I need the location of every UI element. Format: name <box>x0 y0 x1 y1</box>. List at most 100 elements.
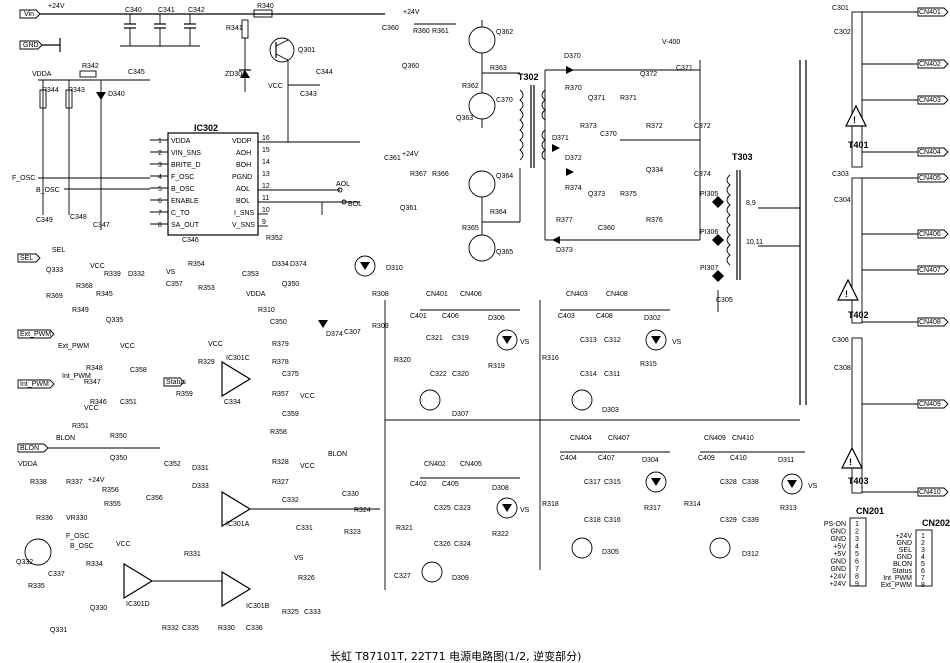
r346-label: R346 <box>90 399 107 406</box>
int-pwm-label: Int_PWM <box>20 381 49 388</box>
ic301c-label: IC301C <box>226 355 250 362</box>
feedback-group-3: CN402 CN405 C402 C405 D308 C325 C323 C32… <box>394 461 530 583</box>
r357-label: R357 <box>272 391 289 398</box>
ic301a-opamp: IC301A D331 D333 R328 VCC R327 C332 BLON… <box>192 451 380 536</box>
r376-label: R376 <box>646 217 663 224</box>
fb4-c2: C407 <box>598 455 615 462</box>
warning-icon <box>845 104 867 127</box>
q362-label: Q362 <box>496 29 513 36</box>
cn201-pins-sig-6: GND <box>830 559 846 566</box>
cn201-pins-sig-7: GND <box>830 566 846 573</box>
t302-drive-transformer: T302 <box>518 72 546 168</box>
r360-label: R360 <box>413 28 430 35</box>
ext-pwm-label: Ext_PWM <box>20 331 51 338</box>
ic302-pin11-num: 11 <box>262 195 269 202</box>
r350-label: R350 <box>110 433 127 440</box>
fb1-cs1: C321 <box>426 335 443 342</box>
c337-label: C337 <box>48 571 65 578</box>
r337-label: R337 <box>66 479 83 486</box>
vr330-label: VR330 <box>66 515 88 522</box>
cn202-pins-sig-1: +24V <box>895 533 912 540</box>
cn410-out: CN410 <box>919 489 941 496</box>
drive-nets: AOL BOL <box>321 181 362 215</box>
r362-label: R362 <box>462 83 479 90</box>
c360-label: C360 <box>382 25 399 32</box>
fb1-c2: C406 <box>442 313 459 320</box>
c375-label: C375 <box>282 371 299 378</box>
fb2-c2: C408 <box>596 313 613 320</box>
top-cap-bank: C340 C341 C342 <box>120 7 205 47</box>
fb1-cs2: C319 <box>452 335 469 342</box>
osc-24v: +24V <box>88 477 105 484</box>
c348-label: C348 <box>70 214 87 221</box>
fb4-cs2: C315 <box>604 479 621 486</box>
q330-label: Q330 <box>90 605 107 612</box>
r370-label: R370 <box>565 85 582 92</box>
c358-label: C358 <box>130 367 147 374</box>
vddp-regulator: R340 R341 ZD301 Q301 VCC C344 C343 <box>225 3 333 142</box>
fb3-low: D309 <box>452 575 469 582</box>
bol-net-label: BOL <box>348 201 362 208</box>
r342-label: R342 <box>82 63 99 70</box>
r369-label: R369 <box>46 293 63 300</box>
cn201-pins-num-3: 3 <box>855 536 859 543</box>
r349-label: R349 <box>72 307 89 314</box>
ic301b-vs: VS <box>294 555 304 562</box>
int-pwm-net: Int_PWM <box>62 373 91 380</box>
blon-block: BLON BLON R351 R350 Q350 C352 VCC <box>17 405 181 468</box>
mosfet-stage: D370 R370 Q371 R371 R373 C370 R372 Q372 … <box>544 39 711 254</box>
r364-label: R364 <box>490 209 507 216</box>
cn201-pins-num-5: 5 <box>855 551 859 558</box>
fb5-cs1: C328 <box>720 479 737 486</box>
cn405-out: CN405 <box>919 175 941 182</box>
cn202-pins-num-3: 3 <box>921 547 925 554</box>
r368-label: R368 <box>76 283 93 290</box>
fb3-cs4: C324 <box>454 541 471 548</box>
cn-output-rails: CN401 CN402 CN403 CN404 CN405 CN406 CN40… <box>862 7 949 497</box>
r308-label: R308 <box>372 291 389 298</box>
driver-bot-24v: +24V <box>402 151 419 158</box>
c332-label: C332 <box>282 497 299 504</box>
r341-label: R341 <box>226 25 243 32</box>
d333-label: D334 <box>272 261 289 268</box>
r366-label: R366 <box>432 171 449 178</box>
fb3-vs: VS <box>520 507 530 514</box>
ic302-pin-vin-sns: VIN_SNS <box>171 150 201 157</box>
fb1-low: D307 <box>452 411 469 418</box>
fb4-r2: R318 <box>542 501 559 508</box>
c349-label: C349 <box>36 217 53 224</box>
cn201-pins-sig-9: +24V <box>829 581 846 588</box>
ic302-pin8-num: 8 <box>158 222 162 229</box>
d330-label: D331 <box>192 465 209 472</box>
pi306-label: PI306 <box>700 229 718 236</box>
c307-label: C307 <box>344 329 361 336</box>
c330-label: C330 <box>342 491 359 498</box>
r361-label: R361 <box>432 28 449 35</box>
fb2-cn1: CN403 <box>566 291 588 298</box>
feedback-group-4: CN404 CN407 C404 C407 D304 C317 C315 C31… <box>542 435 667 559</box>
svg-text:!: ! <box>849 457 852 467</box>
c357-label: C357 <box>166 281 183 288</box>
blon-label: BLON <box>20 445 39 452</box>
cn407-out: CN407 <box>919 267 941 274</box>
d332-label: D333 <box>192 483 209 490</box>
fb1-c1: C401 <box>410 313 427 320</box>
d310-protection: D310 R308 R309 C307 <box>344 255 403 336</box>
int-pwm-vcc: VCC <box>120 343 135 350</box>
cn202-pins-num-2: 2 <box>921 540 925 547</box>
cn201-pins-sig-8: +24V <box>829 574 846 581</box>
fb5-cs2: C338 <box>742 479 759 486</box>
t302-label: T302 <box>518 72 539 82</box>
feedback-bus <box>384 300 805 590</box>
ic302-pin-c-to: C_TO <box>171 210 190 217</box>
c305-label: C305 <box>716 297 733 304</box>
c359-label: C359 <box>282 411 299 418</box>
cn202-pins-sig-5: BLON <box>893 561 912 568</box>
fb5-cs4: C339 <box>742 517 759 524</box>
ic302-pin16-num: 16 <box>262 135 270 142</box>
vdda-osc-block: VDDA R338 R337 +24V R356 C356 R355 R336 … <box>16 461 163 634</box>
cn202-pins-sig-4: GND <box>896 554 912 561</box>
fb5-cn2: CN410 <box>732 435 754 442</box>
r363-label: R363 <box>490 65 507 72</box>
